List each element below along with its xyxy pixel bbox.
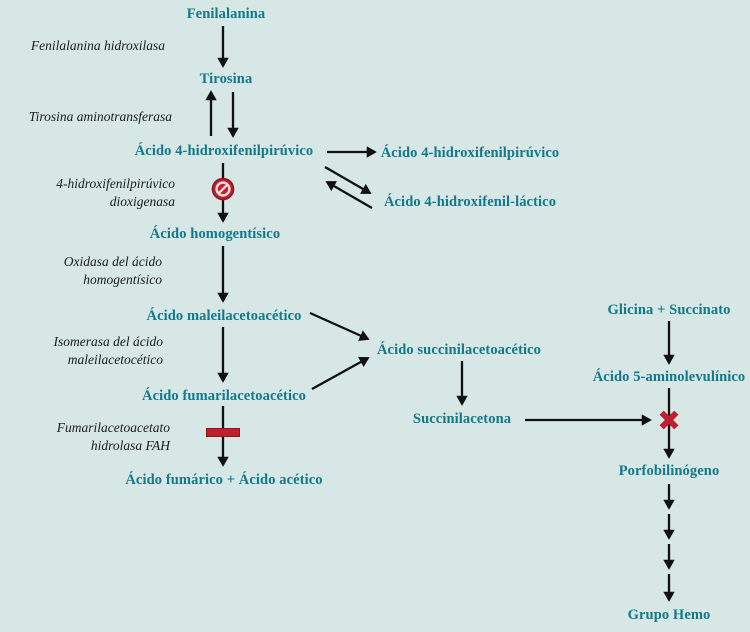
enzyme-line: Fenilalanina hidroxilasa <box>30 38 165 53</box>
enzyme-line: maleilacetocético <box>67 352 163 368</box>
metabolite-tirosina: Tirosina <box>199 71 253 87</box>
enzyme-fumarilacetoacetato-hidrolasa-fah: Fumarilacetoacetato hidrolasa FAH <box>57 419 170 455</box>
enzyme-hidroxifenilpiruvico-dioxigenasa: 4-hidroxifenilpirúvico dioxigenasa <box>56 175 175 211</box>
dioxigenasa-block-icon <box>211 177 235 201</box>
enzyme-line: Isomerasa del ácido <box>53 334 163 349</box>
enzyme-isomerasa-acido-maleilacetocetico: Isomerasa del ácido maleilacetocético <box>54 333 163 369</box>
enzyme-tirosina-aminotransferasa: Tirosina aminotransferasa <box>29 108 172 126</box>
arrow-fumarilacetoacetico-to-succinilacetoacetico <box>311 356 370 391</box>
arrow-hidroxifenil-lactico-to-hidroxifenilpiruvico <box>325 181 373 209</box>
metabolite-succinilacetona: Succinilacetona <box>412 411 512 427</box>
metabolite-acido-4-hidroxifenilpiruvico: Ácido 4-hidroxifenilpirúvico <box>134 143 314 159</box>
metabolite-glicina-succinato: Glicina + Succinato <box>607 302 731 318</box>
metabolite-acido-fumarico-acetico: Ácido fumárico + Ácido acético <box>125 472 323 488</box>
arrow-maleilacetoacetico-to-succinilacetoacetico <box>309 311 370 341</box>
metabolite-acido-5-aminolevulinico: Ácido 5-aminolevulínico <box>592 369 746 385</box>
fah-block-icon <box>206 427 240 437</box>
enzyme-line: homogentísico <box>83 272 162 288</box>
enzyme-line: Oxidasa del ácido <box>63 254 162 269</box>
metabolite-acido-homogentisico: Ácido homogentísico <box>149 226 281 242</box>
enzyme-line: dioxigenasa <box>109 194 175 210</box>
arrow-hidroxifenilpiruvico-to-hidroxifenil-lactico <box>324 166 372 194</box>
metabolite-fenilalanina: Fenilalanina <box>186 6 266 22</box>
metabolite-acido-fumarilacetoacetico: Ácido fumarilacetoacético <box>142 388 306 404</box>
enzyme-line: Tirosina aminotransferasa <box>28 109 172 124</box>
enzyme-oxidasa-acido-homogentisico: Oxidasa del ácido homogentísico <box>64 253 162 289</box>
enzyme-fenilalanina-hidroxilasa: Fenilalanina hidroxilasa <box>31 37 165 55</box>
enzyme-line: hidrolasa FAH <box>90 438 170 454</box>
enzyme-line: Fumarilacetoacetato <box>56 420 170 435</box>
metabolite-acido-succinilacetoacetico: Ácido succinilacetoacético <box>376 342 542 358</box>
metabolite-grupo-hemo: Grupo Hemo <box>627 607 711 623</box>
metabolite-acido-4-hidroxifenilpiruvico-derecha: Ácido 4-hidroxifenilpirúvico <box>380 145 560 161</box>
metabolite-acido-maleilacetoacetico: Ácido maleilacetoacético <box>146 308 302 324</box>
ala-dehidratasa-block-icon <box>658 409 680 431</box>
enzyme-line: 4-hidroxifenilpirúvico <box>56 176 175 191</box>
metabolite-acido-4-hidroxifenil-lactico: Ácido 4-hidroxifenil-láctico <box>383 194 557 210</box>
metabolite-porfobilinogeno: Porfobilinógeno <box>618 463 720 479</box>
